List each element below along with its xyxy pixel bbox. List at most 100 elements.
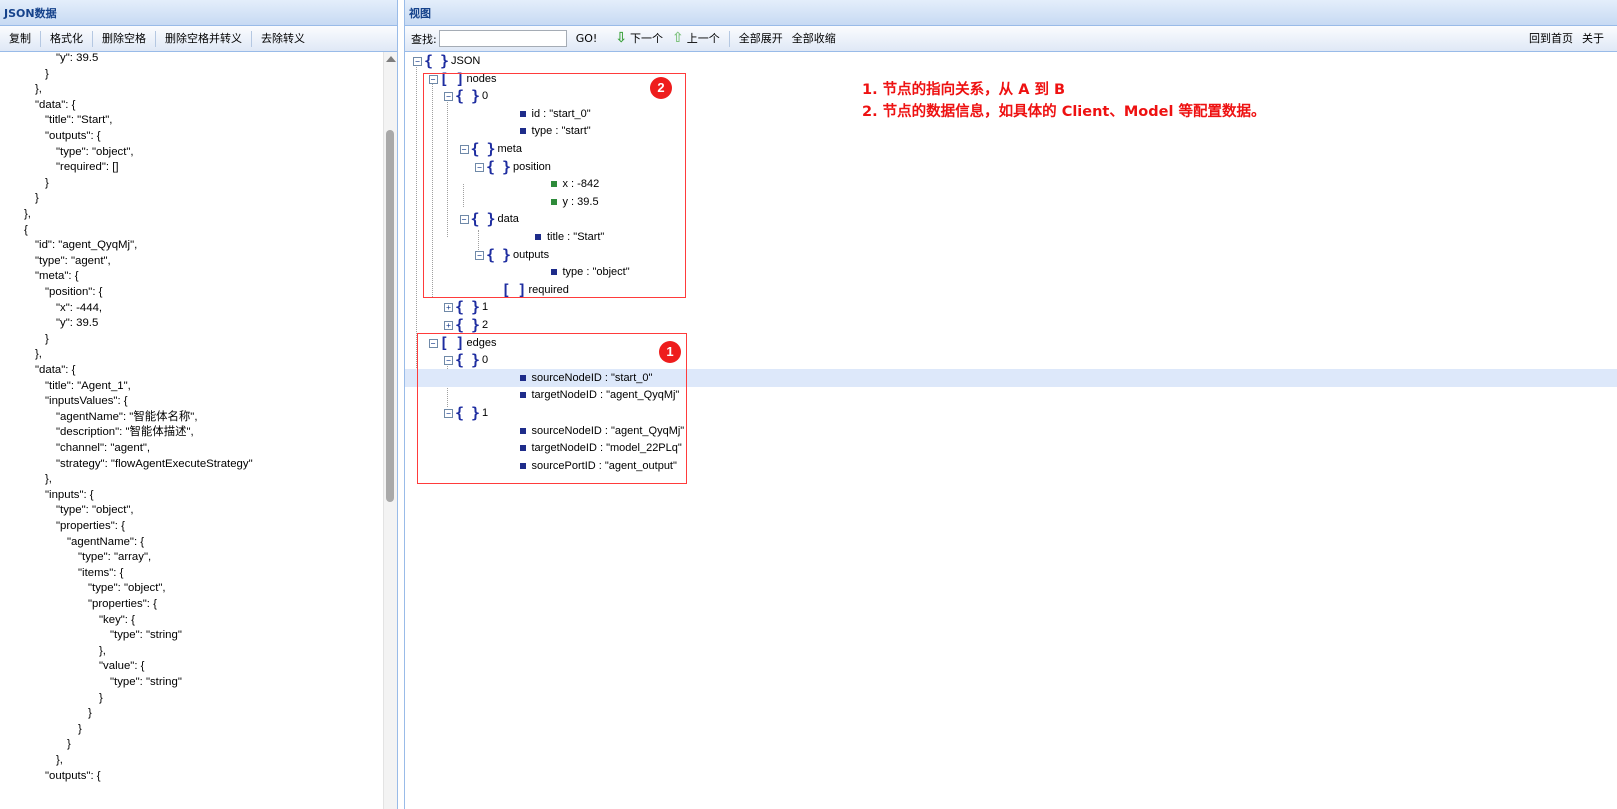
- search-input[interactable]: [438, 30, 567, 47]
- json-toolbar: 复制 格式化 删除空格 删除空格并转义 去除转义: [0, 26, 397, 52]
- copy-button[interactable]: 复制: [9, 31, 31, 45]
- scrollbar-thumb[interactable]: [386, 130, 394, 502]
- code-line: "strategy": "flowAgentExecuteStrategy": [56, 457, 253, 470]
- leaf-node-icon: [535, 234, 541, 240]
- leaf-node-icon: [550, 198, 557, 205]
- object-icon: { }: [455, 87, 480, 106]
- annotation-note-2: 2. 节点的数据信息，如具体的 Client、Model 等配置数据。: [862, 104, 1266, 120]
- arrow-down-icon: ⇩: [615, 30, 628, 46]
- collapse-toggle-icon[interactable]: −: [428, 338, 438, 348]
- json-text-panel: JSON数据 复制 格式化 删除空格 删除空格并转义 去除转义 "y": 39.…: [0, 0, 398, 809]
- tree-node-row[interactable]: −{ }1: [405, 404, 1617, 422]
- array-icon: [ ]: [439, 69, 465, 88]
- tree-node-row[interactable]: −{ }position: [405, 158, 1617, 176]
- leaf-node-icon: [519, 462, 526, 469]
- tree-node-label: sourcePortID : "agent_output": [531, 459, 677, 472]
- tree-node-label: required: [528, 283, 569, 296]
- code-line: }: [35, 192, 39, 205]
- leaf-node-icon: [519, 427, 526, 434]
- collapse-all-button[interactable]: 全部收缩: [791, 31, 836, 45]
- tree-node-row[interactable]: −[ ]nodes: [405, 70, 1617, 88]
- collapse-toggle-icon[interactable]: −: [459, 215, 469, 225]
- tree-node-row[interactable]: −{ }0: [405, 351, 1617, 369]
- tree-leaf-row[interactable]: sourceNodeID : "start_0": [405, 368, 1617, 387]
- code-line: "outputs": {: [45, 130, 101, 142]
- collapse-toggle-icon[interactable]: −: [475, 250, 484, 260]
- tree-node-row[interactable]: −[ ]edges: [405, 334, 1617, 352]
- tree-guide-line: [478, 230, 479, 260]
- tree-leaf-row[interactable]: y : 39.5: [405, 193, 1617, 211]
- toolbar-divider: [728, 30, 730, 47]
- tree-node-row[interactable]: −{ }JSON: [405, 52, 1617, 70]
- code-line: }: [45, 332, 49, 345]
- code-line: },: [56, 754, 63, 766]
- code-line: "channel": "agent",: [56, 442, 151, 454]
- expand-toggle-icon[interactable]: +: [444, 321, 453, 330]
- json-text-editor[interactable]: "y": 39.5}},"data": {"title": "Start","o…: [0, 52, 383, 809]
- tree-node-label: sourceNodeID : "start_0": [531, 371, 653, 384]
- collapse-toggle-icon[interactable]: −: [413, 57, 422, 66]
- code-line: "data": {: [35, 364, 76, 376]
- tree-leaf-row[interactable]: type : "object": [405, 263, 1617, 281]
- tree-leaf-row[interactable]: sourceNodeID : "agent_QyqMj": [405, 422, 1617, 440]
- collapse-toggle-icon[interactable]: −: [444, 409, 453, 418]
- code-line: },: [35, 83, 42, 96]
- tree-node-label: JSON: [451, 55, 481, 67]
- collapse-toggle-icon[interactable]: −: [459, 145, 469, 154]
- object-icon: { }: [470, 210, 496, 229]
- code-line: "title": "Agent_1",: [45, 379, 131, 392]
- code-line: "meta": {: [35, 270, 79, 283]
- leaf-node-icon: [550, 269, 557, 276]
- go-button[interactable]: GO!: [575, 31, 598, 45]
- expand-toggle-icon[interactable]: +: [444, 303, 453, 313]
- object-icon: { }: [455, 404, 480, 422]
- home-button[interactable]: 回到首页: [1529, 32, 1573, 45]
- code-line: "required": []: [56, 161, 119, 174]
- tree-node-row[interactable]: −{ }0: [405, 87, 1617, 105]
- tree-guide-line: [432, 80, 433, 297]
- tree-node-row[interactable]: +{ }1: [405, 298, 1617, 316]
- tree-node-row[interactable]: +{ }2: [405, 316, 1617, 334]
- remove-spaces-button[interactable]: 删除空格: [102, 31, 146, 45]
- tree-node-label: type : "object": [562, 266, 630, 279]
- code-line: },: [45, 473, 52, 486]
- tree-node-row[interactable]: −{ }data: [405, 210, 1617, 228]
- prev-button[interactable]: ⇧上一个: [672, 26, 729, 51]
- leaf-node-icon: [519, 445, 526, 452]
- collapse-toggle-icon[interactable]: −: [428, 74, 438, 84]
- code-line: "agentName": {: [67, 535, 145, 548]
- code-line: "position": {: [45, 286, 103, 298]
- code-line: "properties": {: [88, 598, 157, 610]
- tree-node-label: y : 39.5: [562, 195, 599, 208]
- expand-all-button[interactable]: 全部展开: [738, 31, 783, 45]
- about-button[interactable]: 关于: [1582, 32, 1604, 45]
- object-icon: { }: [455, 351, 480, 370]
- code-line: "y": 39.5: [56, 317, 99, 330]
- remove-spaces-escape-button[interactable]: 删除空格并转义: [165, 31, 242, 45]
- tree-leaf-row[interactable]: x : -842: [405, 175, 1617, 193]
- tree-leaf-row[interactable]: sourcePortID : "agent_output": [405, 457, 1617, 475]
- collapse-toggle-icon[interactable]: −: [444, 92, 453, 102]
- tree-node-row[interactable]: [ ]required: [405, 281, 1617, 299]
- tree-leaf-row[interactable]: id : "start_0": [405, 105, 1617, 123]
- tree-node-label: sourceNodeID : "agent_QyqMj": [531, 424, 685, 437]
- tree-node-row[interactable]: −{ }outputs: [405, 246, 1617, 264]
- code-line: }: [67, 738, 71, 751]
- tree-node-row[interactable]: −{ }meta: [405, 140, 1617, 158]
- unescape-button[interactable]: 去除转义: [261, 31, 305, 45]
- tree-leaf-row[interactable]: title : "Start": [405, 228, 1617, 246]
- collapse-toggle-icon[interactable]: −: [475, 162, 484, 172]
- tree-leaf-row[interactable]: targetNodeID : "agent_QyqMj": [405, 386, 1617, 404]
- scroll-up-icon[interactable]: [386, 56, 396, 62]
- next-button[interactable]: ⇩下一个: [606, 26, 672, 51]
- tree-leaf-row[interactable]: type : "start": [405, 122, 1617, 140]
- code-line: }: [78, 722, 82, 735]
- format-button[interactable]: 格式化: [50, 31, 83, 45]
- editor-scrollbar[interactable]: [383, 52, 397, 809]
- tree-leaf-row[interactable]: targetNodeID : "model_22PLq": [405, 439, 1617, 457]
- code-line: "type": "object",: [88, 582, 166, 595]
- array-icon: [ ]: [439, 333, 465, 352]
- tree-node-label: targetNodeID : "agent_QyqMj": [531, 389, 680, 402]
- collapse-toggle-icon[interactable]: −: [444, 356, 453, 366]
- code-line: "inputs": {: [45, 488, 94, 501]
